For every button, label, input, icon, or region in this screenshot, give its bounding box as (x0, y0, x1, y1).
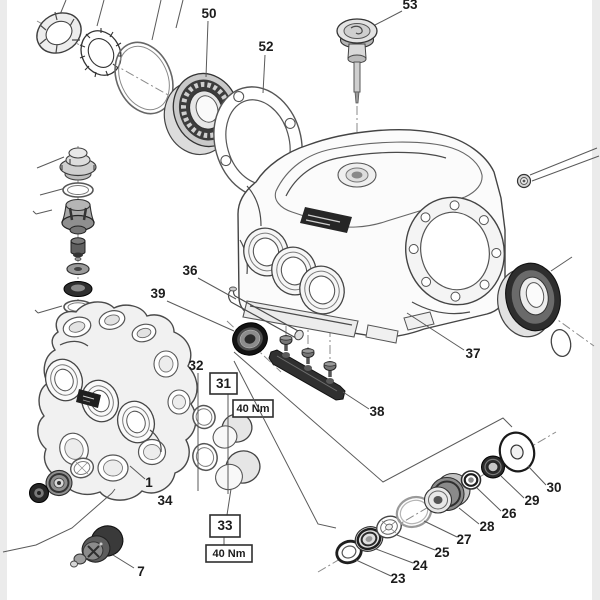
label-29: 29 (500, 475, 540, 508)
shaft-ring-right-edge (550, 328, 572, 358)
label-24: 24 (375, 548, 428, 573)
part-number-28: 28 (479, 519, 495, 534)
brand-plate (300, 207, 352, 233)
callout-31: 31 40 Nm (209, 372, 274, 494)
torque-value-lower: 40 Nm (212, 548, 245, 560)
large-o-ring (114, 41, 174, 115)
torque-box-lower (205, 544, 253, 563)
label-23: 23 (355, 559, 406, 586)
head-o-ring-small (69, 457, 95, 479)
crankshaft-bearing-right (497, 256, 573, 338)
part-number-53: 53 (402, 0, 418, 12)
part-number-36: 36 (182, 263, 198, 278)
label-37: 37 (406, 312, 481, 361)
part-number-25: 25 (434, 545, 450, 560)
valve-poppet (70, 237, 86, 261)
part-number-29: 29 (524, 493, 539, 508)
torque-value-upper: 40 Nm (236, 403, 269, 415)
part-number-52: 52 (258, 39, 273, 54)
part-36-oil-pipe (227, 286, 304, 341)
callout-box-31 (209, 372, 238, 395)
toothed-lock-washer (79, 28, 122, 78)
stud (301, 348, 315, 364)
torque-box-upper (232, 399, 274, 418)
label-27: 27 (423, 520, 472, 547)
valve-cap-nut (59, 147, 97, 181)
part-number-37: 37 (465, 346, 480, 361)
part-number-38: 38 (369, 404, 385, 419)
seal-kit-bracket (233, 351, 513, 529)
part-31-plug (212, 413, 253, 449)
label-50: 50 (201, 6, 217, 78)
label-7: 7 (112, 554, 145, 579)
stud (323, 361, 337, 377)
part-number-27: 27 (456, 532, 471, 547)
valve-cage (61, 198, 95, 235)
part-53-oil-dipstick (336, 18, 378, 104)
valve-spring-washer (66, 262, 90, 276)
callout-33: 33 40 Nm (205, 488, 253, 563)
head-name-plate (76, 389, 101, 408)
valve-o-ring-upper (62, 182, 94, 198)
valve-seal-ring (63, 281, 93, 297)
part-29-grooved-seal (481, 455, 505, 479)
part-number-33: 33 (217, 518, 233, 533)
cut-leader-lines (32, 0, 184, 314)
label-52: 52 (258, 39, 274, 94)
dark-seal-ring-small (29, 483, 49, 503)
head-cylinder-bores (44, 358, 156, 444)
label-36: 36 (182, 263, 237, 300)
part-37-crankcase (237, 129, 506, 344)
label-26: 26 (476, 487, 517, 521)
part-number-23: 23 (390, 571, 406, 586)
label-1: 1 (129, 465, 153, 490)
part-number-1: 1 (145, 475, 153, 490)
part-7-valve-assembly (2, 488, 124, 568)
head-top-ports (62, 310, 157, 343)
head-bottom-ports (59, 432, 167, 482)
label-39: 39 (150, 286, 235, 332)
part-number-34: 34 (157, 493, 173, 508)
right-matte-strip (592, 0, 600, 600)
part-39-oil-seal (232, 322, 268, 356)
part-38-stud-plate (268, 335, 346, 401)
part-25-support-ring (376, 515, 402, 539)
part-number-24: 24 (412, 558, 428, 573)
part-number-32: 32 (188, 358, 203, 373)
part-number-31: 31 (216, 376, 232, 391)
part-33-plug (215, 450, 261, 491)
stud (279, 335, 293, 351)
bearing-cover-ring (36, 11, 82, 54)
callout-box-33 (209, 514, 241, 538)
label-53: 53 (374, 0, 418, 26)
bearing-flange-opening (404, 196, 506, 306)
label-28: 28 (458, 507, 495, 534)
front-cylinder-bores (243, 227, 345, 315)
label-38: 38 (342, 391, 385, 419)
label-30: 30 (527, 465, 562, 495)
label-32: 32 (188, 358, 204, 491)
housing-bolt (516, 147, 600, 189)
part-number-7: 7 (137, 564, 145, 579)
part-number-26: 26 (501, 506, 517, 521)
oil-filler-boss (337, 162, 377, 188)
head-side-ports (153, 350, 191, 415)
part-number-30: 30 (546, 480, 561, 495)
part-number-39: 39 (150, 286, 165, 301)
left-matte-strip (0, 0, 7, 600)
part-30-washer-disc (498, 431, 536, 473)
label-25: 25 (396, 534, 450, 560)
part-number-50: 50 (201, 6, 216, 21)
part-1-cylinder-head (37, 301, 198, 501)
part-26-ring (460, 470, 482, 490)
